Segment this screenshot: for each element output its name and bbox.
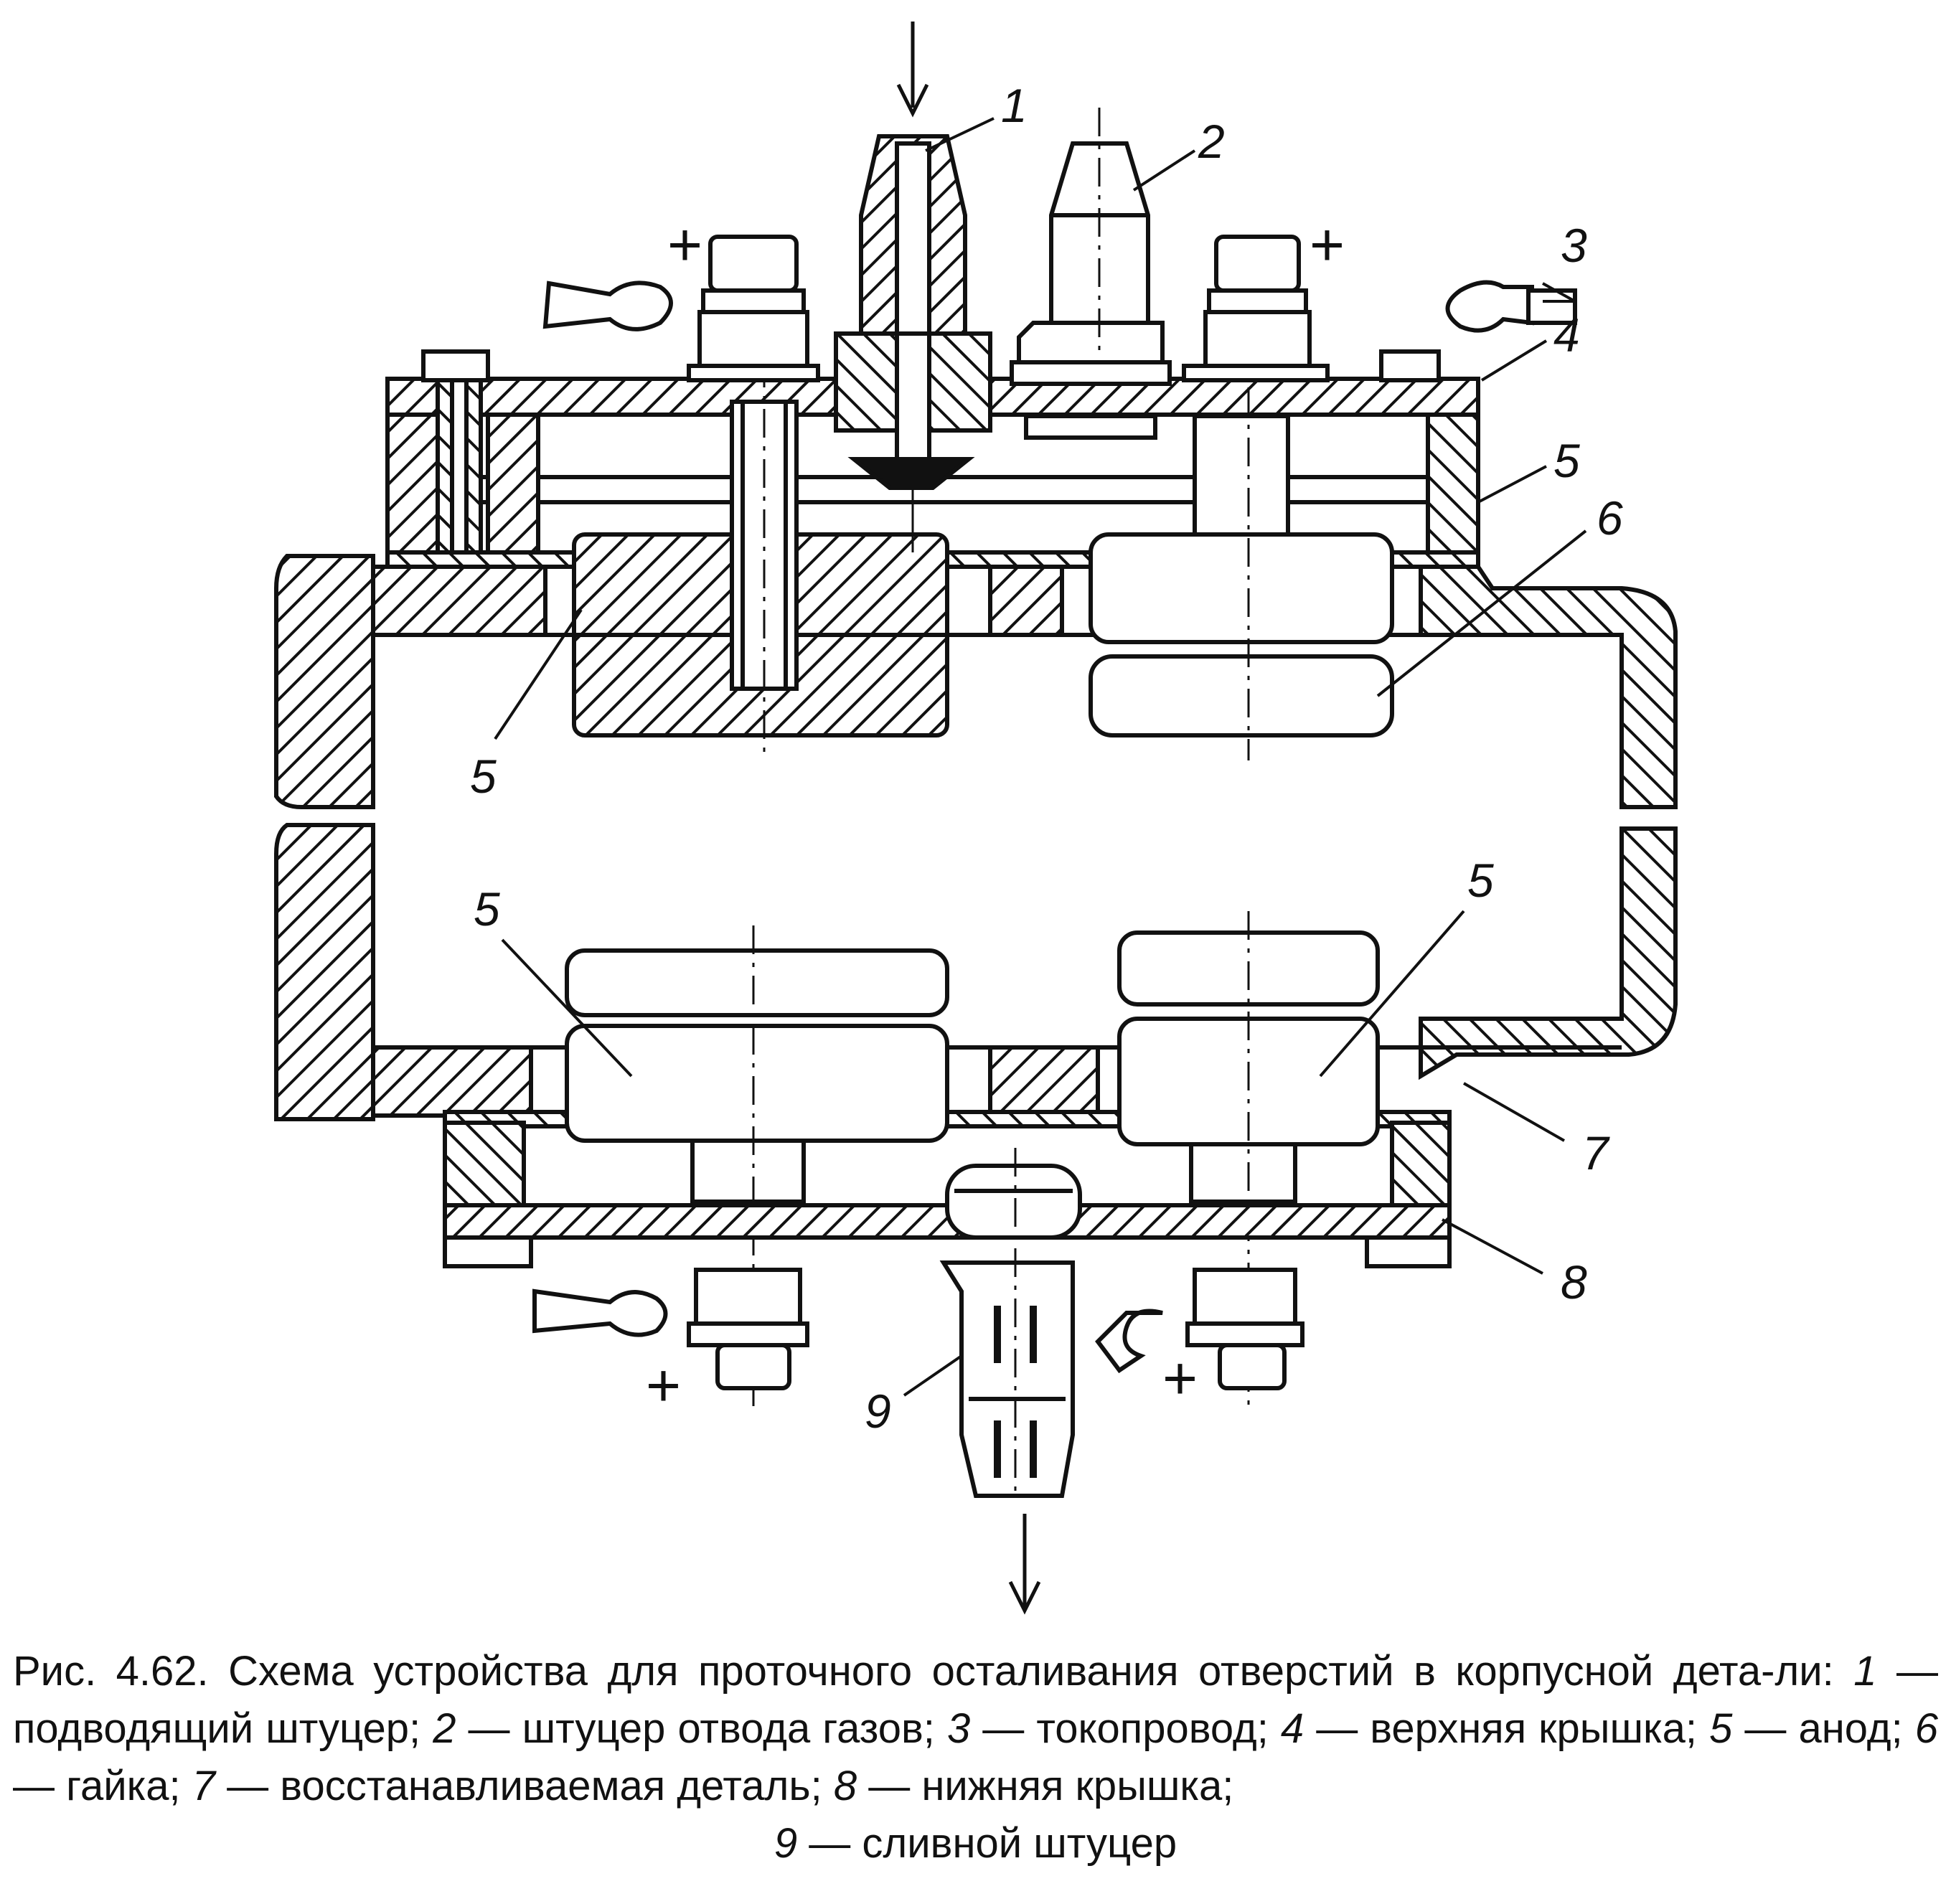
- top-bolt-right: [1379, 349, 1441, 382]
- caption-item-9: 9 — сливной штуцер: [774, 1820, 1177, 1867]
- leader-4: [1480, 339, 1548, 382]
- workpiece-right-lower: [1419, 826, 1678, 1080]
- leader-1: [925, 117, 995, 152]
- bottom-right-lug: [1095, 1309, 1163, 1374]
- drain-fitting-head: [945, 1164, 1082, 1240]
- caption-item-1: 1 — подводящий штуцер;: [13, 1648, 1938, 1752]
- leader-5c: [501, 938, 633, 1078]
- workpiece-bottom-mid: [988, 1045, 1100, 1118]
- caption-item-4: 4 — верхняя крышка;: [1280, 1705, 1698, 1752]
- figure-caption: Рис. 4.62. Схема устройства для проточно…: [13, 1643, 1938, 1872]
- anode-upper-right: [1089, 532, 1394, 644]
- gas-vent-lower: [1024, 414, 1157, 440]
- bottom-left-nut: [694, 1268, 802, 1326]
- workpiece-left-wall-upper: [274, 554, 375, 809]
- bottom-right-nut: [1193, 1268, 1297, 1326]
- drain-fitting: [939, 1260, 1075, 1498]
- caption-item-8: 8 — нижняя крышка;: [833, 1763, 1234, 1809]
- top-cover-wall-right: [1426, 413, 1480, 560]
- workpiece-top-mid: [988, 565, 1064, 637]
- label-9: 9: [865, 1385, 891, 1438]
- top-right-nut: [1214, 235, 1301, 293]
- label-5-top-cover: 5: [1553, 434, 1580, 487]
- leader-7: [1463, 1082, 1565, 1142]
- label-7: 7: [1582, 1126, 1610, 1179]
- anode-lower-left: [565, 1024, 949, 1143]
- top-left-lug: [542, 281, 673, 331]
- top-cover-wall-left: [385, 413, 440, 560]
- label-6: 6: [1597, 491, 1623, 545]
- plus-bottom-right: +: [1162, 1344, 1198, 1412]
- leader-8: [1442, 1218, 1543, 1275]
- caption-item-7: 7 — восстанавливаемая деталь;: [192, 1763, 822, 1809]
- top-left-nut: [708, 235, 799, 293]
- label-5-lower-right: 5: [1467, 854, 1494, 907]
- caption-item-6: 6 — гайка;: [13, 1705, 1939, 1809]
- bottom-cover-wall-left: [443, 1121, 526, 1207]
- label-4: 4: [1553, 308, 1580, 362]
- bottom-bolt-right: [1365, 1235, 1452, 1268]
- caption-item-5: 5 — анод;: [1709, 1705, 1903, 1752]
- nut-lower-left: [565, 948, 949, 1017]
- leader-9: [903, 1354, 963, 1397]
- label-8: 8: [1561, 1255, 1587, 1309]
- label-5-lower-left: 5: [474, 882, 500, 935]
- top-bolt-left: [421, 349, 490, 382]
- workpiece-bottom-left: [371, 1045, 533, 1118]
- leader-5b: [494, 608, 583, 740]
- label-2: 2: [1198, 115, 1225, 168]
- workpiece-left-wall-lower: [274, 823, 375, 1121]
- plus-bottom-left: +: [646, 1352, 681, 1419]
- bottom-left-lug: [532, 1288, 668, 1337]
- caption-item-2: 2 — штуцер отвода газов;: [433, 1705, 935, 1752]
- leader-5d: [1319, 910, 1465, 1078]
- leader-5a: [1477, 465, 1547, 504]
- workpiece-top-left: [371, 565, 547, 637]
- leader-3: [1542, 282, 1576, 303]
- device-schematic: 1 2 3 4 5 6 5 5 5 7 8 9 + + + +: [274, 22, 1678, 1615]
- plus-top-right: +: [1310, 211, 1345, 278]
- leader-6: [1376, 529, 1587, 697]
- label-5-upper-left: 5: [470, 750, 497, 803]
- bottom-cover-wall-right: [1390, 1121, 1452, 1207]
- leader-2: [1132, 149, 1196, 192]
- top-right-lug-conductor: [1445, 280, 1534, 333]
- label-1: 1: [1001, 79, 1028, 132]
- caption-prefix: Рис. 4.62. Схема устройства для проточно…: [13, 1648, 1834, 1695]
- workpiece-top-right: [1419, 565, 1678, 809]
- plus-top-left: +: [667, 211, 702, 278]
- label-3: 3: [1561, 219, 1587, 272]
- caption-item-3: 3 — токопровод;: [946, 1705, 1269, 1752]
- nut-upper-right: [1089, 654, 1394, 737]
- bottom-bolt-left: [443, 1235, 533, 1268]
